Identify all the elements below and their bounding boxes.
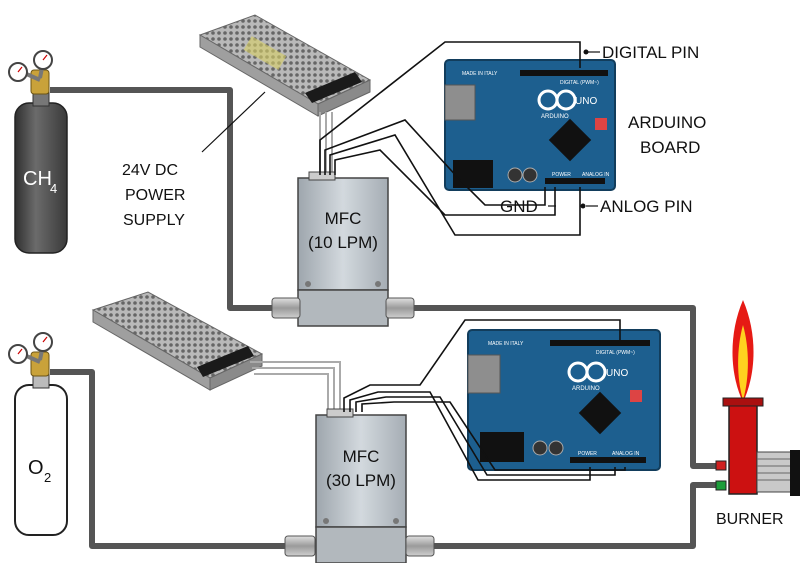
mfc1-range: (10 LPM) — [308, 233, 378, 252]
power-cables-2 — [250, 361, 341, 410]
arduino-label-line2: BOARD — [640, 138, 700, 157]
digital-pin-label: DIGITAL PIN — [602, 43, 699, 62]
burner — [715, 300, 800, 496]
gnd-label: GND — [500, 197, 538, 216]
mfc1-pipe-to-burner — [410, 305, 718, 469]
mfc2-pipe-to-burner — [430, 482, 718, 549]
mfc2-name: MFC — [343, 447, 380, 466]
gas-pipes — [50, 87, 718, 549]
ch4-regulator — [8, 50, 53, 95]
o2-regulator — [8, 332, 53, 377]
ch4-pipe-to-mfc — [50, 87, 275, 311]
power-supply-label-line2: POWER — [125, 187, 185, 204]
arduino-mark: ARDUINO — [541, 114, 569, 120]
analog-in-mark: ANALOG IN — [582, 172, 610, 178]
labels: 24V DC POWER SUPPLY DIGITAL PIN ARDUINO … — [122, 43, 784, 528]
mfc2-range: (30 LPM) — [326, 471, 396, 490]
o2-cylinder: O 2 — [14, 373, 68, 536]
arduino-board-1: UNO ARDUINO MADE IN ITALY DIGITAL (PWM~)… — [444, 59, 616, 191]
ch4-subscript: 4 — [50, 181, 57, 196]
o2-pipe-to-mfc — [50, 369, 285, 549]
signal-wires-1 — [319, 41, 581, 236]
mfc-2: MFC (30 LPM) — [284, 408, 435, 563]
ch4-cylinder: CH 4 — [14, 91, 68, 254]
power-mark: POWER — [552, 172, 571, 178]
burner-label: BURNER — [716, 511, 784, 528]
digital-mark: DIGITAL (PWM~) — [596, 350, 635, 356]
digital-mark: DIGITAL (PWM~) — [560, 80, 599, 86]
made-in-mark: MADE IN ITALY — [462, 71, 498, 77]
mfc1-name: MFC — [325, 209, 362, 228]
ch4-label: CH — [23, 168, 52, 190]
arduino-leader-lines — [548, 51, 600, 207]
power-supply-1 — [198, 14, 372, 117]
power-mark: POWER — [578, 451, 597, 457]
o2-label: O — [28, 457, 44, 479]
uno-mark: UNO — [575, 96, 597, 107]
arduino-board-2: UNO ARDUINO MADE IN ITALY DIGITAL (PWM~)… — [467, 329, 661, 471]
power-supply-label-line3: SUPPLY — [123, 212, 185, 229]
power-supply-leader-line — [201, 91, 266, 153]
power-supply-label-line1: 24V DC — [122, 162, 178, 179]
mfc-1: MFC (10 LPM) — [271, 171, 415, 327]
made-in-mark: MADE IN ITALY — [488, 341, 524, 347]
arduino-label-line1: ARDUINO — [628, 113, 706, 132]
analog-pin-label: ANLOG PIN — [600, 197, 693, 216]
analog-in-mark: ANALOG IN — [612, 451, 640, 457]
uno-mark: UNO — [606, 368, 628, 379]
arduino-mark: ARDUINO — [572, 386, 600, 392]
o2-subscript: 2 — [44, 470, 51, 485]
signal-wires-2 — [343, 319, 626, 481]
power-supply-2 — [91, 291, 264, 391]
